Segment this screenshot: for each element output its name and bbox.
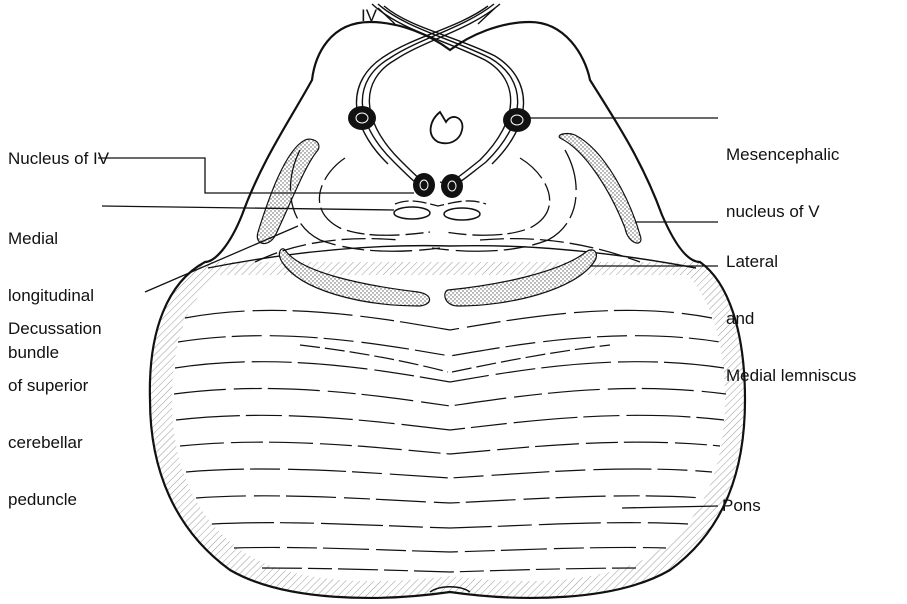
label-mlf-line-1: Medial <box>8 229 94 248</box>
tegmental-fiber-arcs <box>255 150 640 262</box>
trochlear-nucleus-right <box>441 174 463 198</box>
mesencephalic-nucleus-right <box>503 108 531 132</box>
label-lemniscus-line-3: Medial lemniscus <box>726 366 856 385</box>
lateral-lemniscus-right <box>559 134 641 244</box>
mlf-left <box>394 207 430 219</box>
label-decussation-line-2: of superior <box>8 376 102 395</box>
label-nucleus-iv: Nucleus of IV <box>8 149 109 168</box>
mlf-right <box>444 208 480 220</box>
label-pons: Pons <box>722 496 761 515</box>
label-mesencephalic-line-1: Mesencephalic <box>726 145 839 164</box>
label-lemniscus-line-2: and <box>726 309 856 328</box>
pons-inner-field <box>172 275 725 581</box>
label-lemniscus-line-1: Lateral <box>726 252 856 271</box>
label-lemniscus: Lateral and Medial lemniscus <box>726 214 856 423</box>
trochlear-nucleus-left <box>413 173 435 197</box>
label-decussation-line-1: Decussation <box>8 319 102 338</box>
lateral-lemniscus-left <box>257 139 319 243</box>
label-decussation: Decussation of superior cerebellar pedun… <box>8 281 102 547</box>
label-decussation-line-3: cerebellar <box>8 433 102 452</box>
label-decussation-line-4: peduncle <box>8 490 102 509</box>
mesencephalic-nucleus-left <box>348 106 376 130</box>
leader-nucleus-iv <box>98 158 414 193</box>
trochlear-nerve-fibers <box>356 4 523 186</box>
leader-mlf <box>102 206 394 210</box>
label-iv-nerve: IV <box>361 6 377 25</box>
cerebral-aqueduct <box>431 112 463 143</box>
